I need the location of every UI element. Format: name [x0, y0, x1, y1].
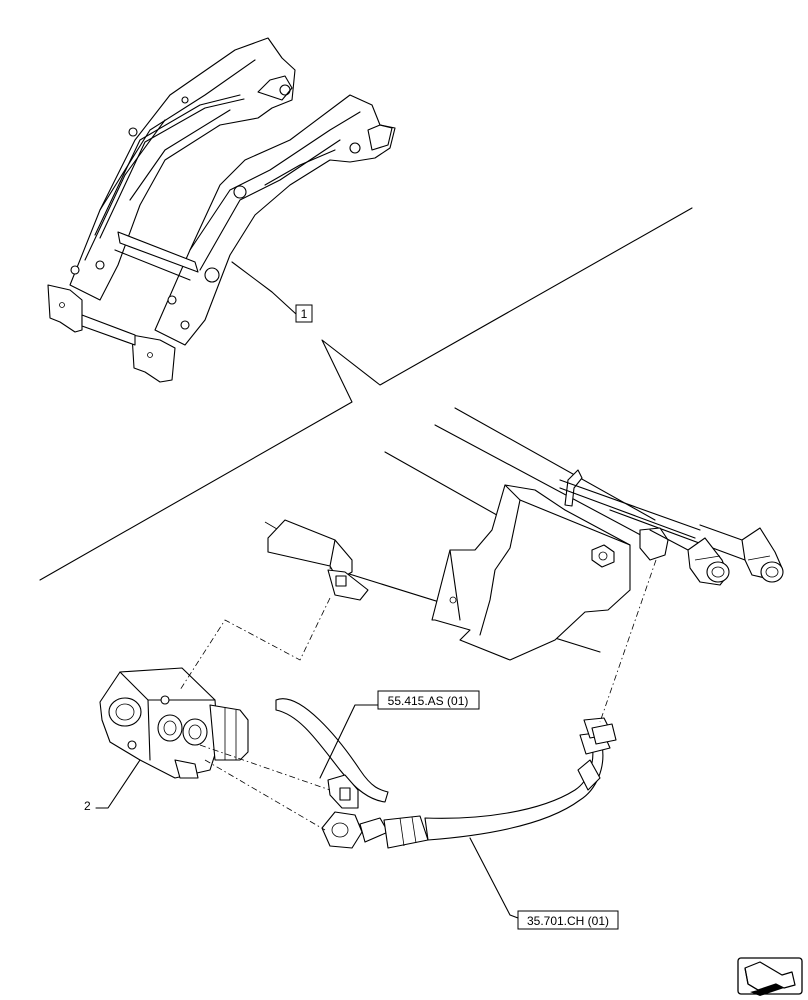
- hose-55-415: [275, 698, 389, 809]
- assembly-lines: [179, 559, 657, 831]
- callout-1: 1: [295, 304, 313, 323]
- hose-35-701: [321, 717, 617, 849]
- svg-text:55.415.AS (01): 55.415.AS (01): [388, 694, 469, 708]
- callout-2: 2: [84, 799, 91, 813]
- selector-valve: [99, 667, 249, 779]
- tractor-frame-detail: [264, 407, 784, 661]
- arrow-icon[interactable]: [737, 957, 803, 996]
- front-loader-frame: [47, 37, 396, 383]
- callout-35-701-ch: 35.701.CH (01): [517, 910, 619, 930]
- callout-55-415-as: 55.415.AS (01): [377, 690, 480, 710]
- detail-separator-line: [39, 207, 693, 581]
- svg-text:35.701.CH (01): 35.701.CH (01): [527, 914, 609, 928]
- svg-text:1: 1: [301, 307, 308, 321]
